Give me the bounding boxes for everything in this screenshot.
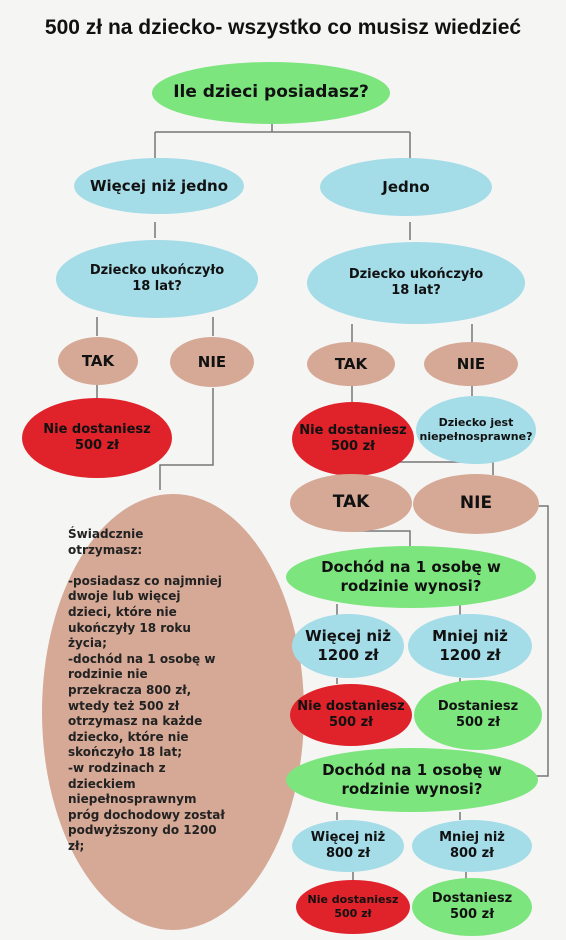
option-one: Jedno bbox=[320, 158, 492, 216]
page-title: 500 zł na dziecko- wszystko co musisz wi… bbox=[44, 16, 522, 39]
option-more-than-800: Więcej niż 800 zł bbox=[292, 820, 404, 872]
question-right-child-over-18: Dziecko ukończyło 18 lat? bbox=[307, 242, 525, 324]
question-income-per-person-1: Dochód na 1 osobę w rodzinie wynosi? bbox=[286, 546, 536, 608]
option-less-than-1200: Mniej niż 1200 zł bbox=[408, 614, 532, 678]
outcome-right-no-benefit: Nie dostaniesz 500 zł bbox=[292, 402, 414, 476]
option-more-than-1200: Więcej niż 1200 zł bbox=[292, 614, 404, 678]
outcome-left-no-benefit: Nie dostaniesz 500 zł bbox=[22, 398, 172, 478]
answer-left-no: NIE bbox=[170, 337, 254, 387]
outcome-benefit-1200: Dostaniesz 500 zł bbox=[414, 680, 542, 750]
answer-disabled-no: NIE bbox=[413, 474, 539, 534]
benefit-info-text: Świadcznie otrzymasz: -posiadasz co najm… bbox=[68, 527, 225, 853]
option-less-than-800: Mniej niż 800 zł bbox=[412, 820, 532, 872]
question-number-of-children: Ile dzieci posiadasz? bbox=[152, 62, 390, 124]
outcome-benefit-800: Dostaniesz 500 zł bbox=[412, 878, 532, 936]
answer-right-yes: TAK bbox=[307, 342, 395, 386]
outcome-no-benefit-1200: Nie dostaniesz 500 zł bbox=[290, 684, 412, 746]
answer-disabled-yes: TAK bbox=[290, 474, 412, 532]
benefit-info-ellipse bbox=[42, 494, 304, 930]
answer-left-yes: TAK bbox=[58, 337, 138, 385]
answer-right-no: NIE bbox=[424, 342, 518, 386]
option-more-than-one: Więcej niż jedno bbox=[74, 158, 244, 214]
question-child-disabled: Dziecko jest niepełnosprawne? bbox=[416, 396, 536, 464]
question-left-child-over-18: Dziecko ukończyło 18 lat? bbox=[56, 240, 258, 318]
question-income-per-person-2: Dochód na 1 osobę w rodzinie wynosi? bbox=[286, 748, 538, 812]
outcome-no-benefit-800: Nie dostaniesz 500 zł bbox=[296, 880, 410, 934]
